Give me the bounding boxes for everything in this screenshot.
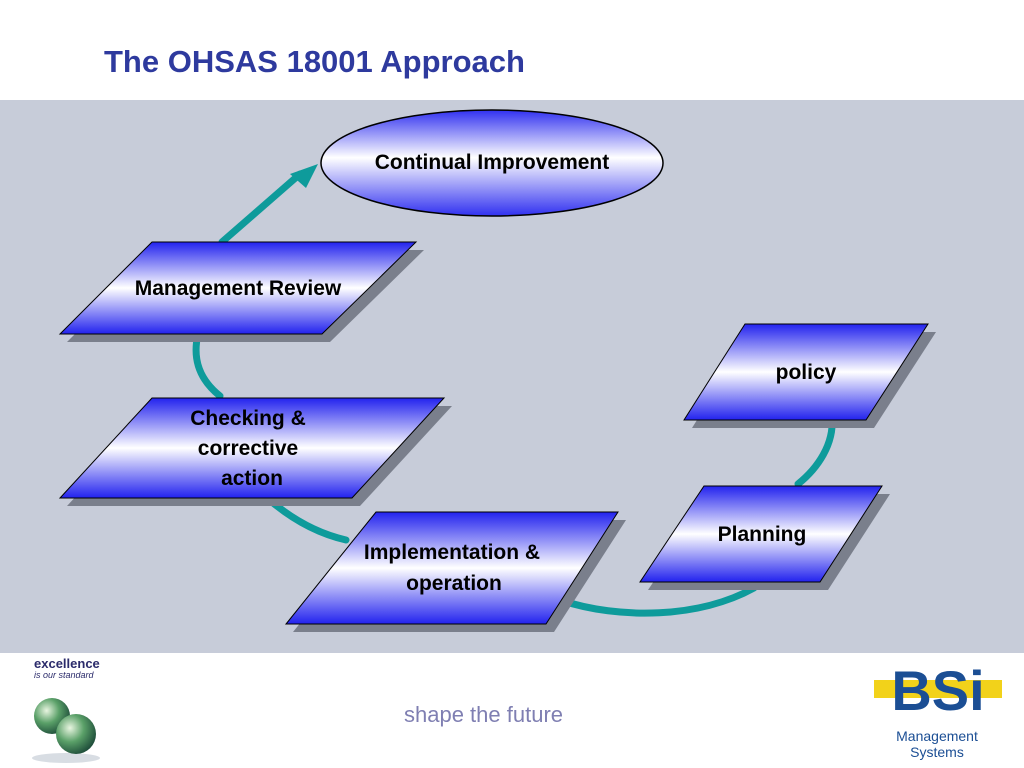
bsi-subtitle-line2: Systems [910, 744, 964, 760]
connector-implementation-to-checking [268, 498, 350, 544]
connector-review-to-improvement [218, 170, 304, 246]
bsi-subtitle-line1: Management [896, 728, 978, 744]
connector-planning-to-implementation [556, 584, 758, 617]
excellence-text: excellence [34, 656, 100, 671]
management-review-label: Management Review [134, 277, 342, 300]
checking-label-line2: corrective [197, 437, 299, 460]
globe-icon [32, 698, 100, 763]
bsi-logo-text: BSi [891, 662, 984, 722]
bsi-logo: BSi [874, 662, 1002, 722]
connector-checking-to-review [192, 330, 224, 400]
continual-improvement-oval [320, 109, 664, 217]
implementation-box [284, 511, 619, 625]
planning-box [639, 485, 883, 583]
implementation-label-line1: Implementation & [363, 541, 541, 564]
bsi-subtitle: Management Systems [872, 728, 1002, 760]
excellence-subtext: is our standard [34, 670, 94, 680]
slide-title: The OHSAS 18001 Approach [104, 44, 525, 79]
continual-improvement-label: Continual Improvement [374, 151, 610, 174]
policy-label: policy [775, 361, 837, 384]
tagline: shape the future [404, 702, 564, 727]
checking-box [58, 397, 446, 499]
implementation-label-line2: operation [406, 572, 502, 595]
arrowhead-improvement [290, 164, 318, 188]
connector-arrows [192, 170, 836, 617]
checking-label-line1: Checking & [190, 407, 306, 430]
checking-label-line3: action [221, 467, 283, 490]
planning-label: Planning [717, 523, 807, 546]
policy-box [683, 323, 929, 421]
management-review-box [58, 241, 418, 335]
excellence-logo: excellence is our standard [34, 656, 100, 680]
